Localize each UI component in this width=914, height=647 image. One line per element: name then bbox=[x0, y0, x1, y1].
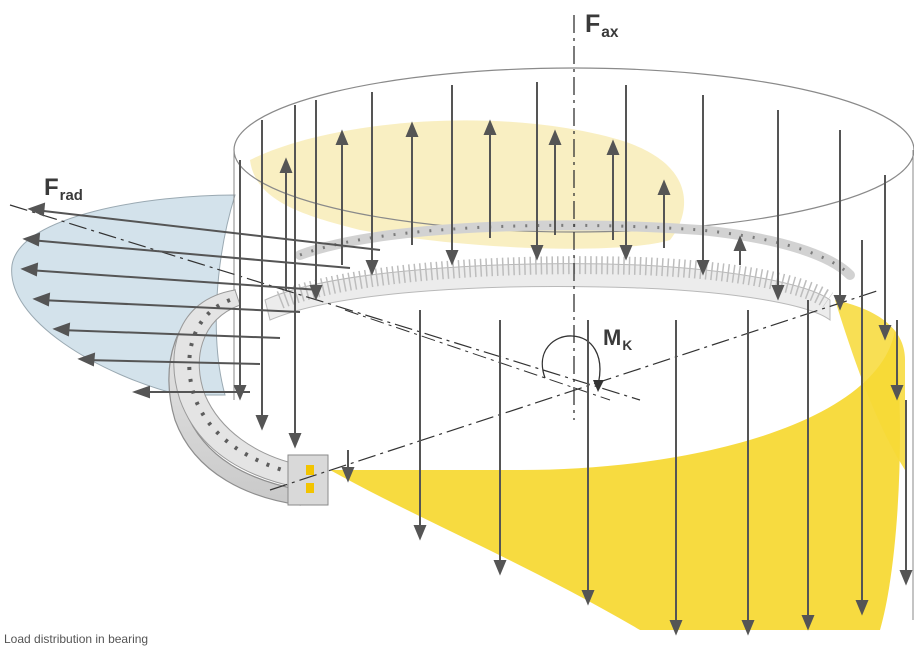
axial-load-right-area bbox=[835, 300, 905, 470]
moment-arrow-head bbox=[593, 380, 604, 392]
section-marker-upper bbox=[306, 465, 314, 475]
axial-force-symbol: F bbox=[585, 10, 601, 38]
moment-arc bbox=[541, 335, 601, 386]
radial-force-label: Frad bbox=[44, 174, 83, 205]
tilting-moment-subscript: K bbox=[622, 337, 633, 353]
bearing-ring-holes bbox=[187, 298, 297, 476]
radial-load-arrows bbox=[20, 202, 381, 399]
tilting-moment-label: MK bbox=[603, 325, 633, 353]
figure-caption: Load distribution in bearing bbox=[4, 632, 149, 646]
axial-force-label: Fax bbox=[585, 10, 619, 42]
axial-load-upper-area bbox=[250, 120, 685, 249]
tilting-moment-symbol: M bbox=[603, 325, 622, 350]
radial-axis bbox=[9, 204, 641, 401]
moment-axis bbox=[269, 289, 881, 491]
section-marker-lower bbox=[306, 483, 314, 493]
axial-downward-arrows bbox=[233, 82, 913, 636]
ring-back-arc bbox=[295, 220, 855, 280]
radial-force-subscript: rad bbox=[59, 188, 83, 205]
axial-load-lower-area bbox=[330, 330, 900, 630]
ring-section bbox=[287, 454, 329, 506]
tilt-axis bbox=[344, 309, 611, 401]
axial-force-subscript: ax bbox=[601, 24, 619, 42]
axial-upward-arrows bbox=[279, 119, 747, 290]
radial-force-symbol: F bbox=[44, 174, 59, 201]
